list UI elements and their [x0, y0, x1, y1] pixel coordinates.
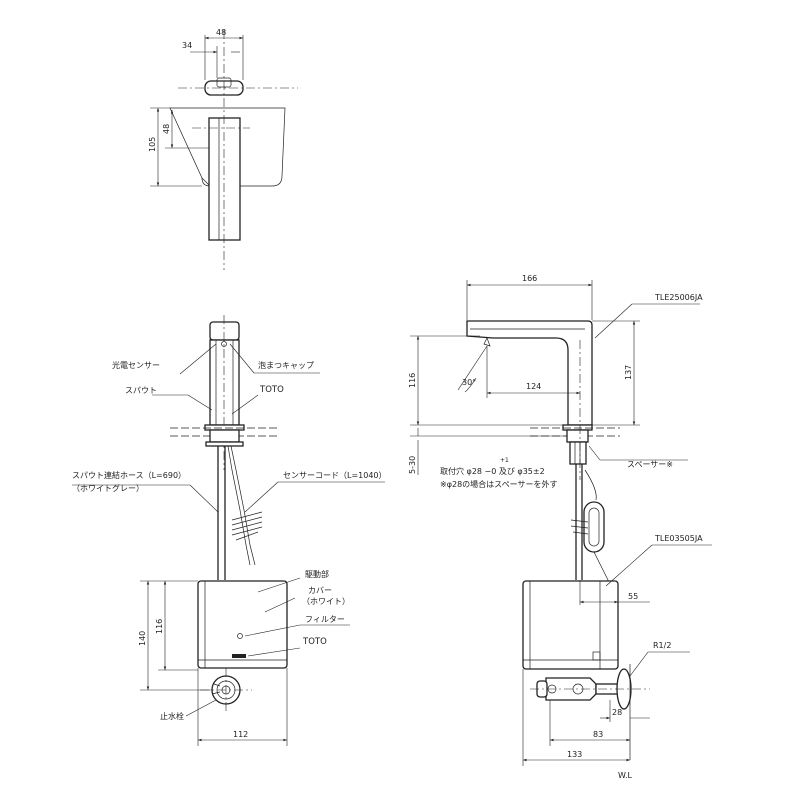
angle-30: 30° — [462, 378, 476, 387]
spacer-note: ※φ28の場合はスペーサーを外す — [440, 479, 557, 489]
hole-note: 取付穴 φ28 −0 及び φ35±2 — [440, 466, 545, 476]
side-control-box — [522, 580, 619, 670]
basin-outline — [169, 107, 286, 187]
label-model-faucet: TLE25006JA — [654, 293, 703, 302]
cord-loop — [583, 501, 605, 553]
label-brand2: TOTO — [302, 637, 327, 647]
dim-133: 133 — [567, 750, 582, 759]
dim-166: 166 — [522, 274, 537, 283]
dim-48-side: 48 — [162, 124, 171, 134]
dim-48-top: 48 — [216, 28, 226, 37]
dim-55: 55 — [628, 592, 638, 601]
dim-5-30: 5-30 — [408, 456, 417, 474]
dim-83: 83 — [593, 730, 603, 739]
label-brand: TOTO — [259, 385, 284, 395]
dim-34: 34 — [182, 41, 192, 50]
label-hose: スパウト連結ホース（L=690） — [72, 470, 186, 480]
label-cord: センサーコード（L=1040） — [283, 471, 387, 480]
label-model-unit: TLE03505JA — [654, 534, 703, 543]
faucet-top — [209, 321, 240, 341]
dim-140: 140 — [138, 631, 147, 646]
dim-105: 105 — [148, 137, 157, 152]
label-sensor: 光電センサー — [112, 360, 160, 370]
label-hose-color: （ホワイトグレー） — [72, 483, 144, 493]
top-view: 48 34 105 48 — [148, 28, 298, 270]
side-view: 166 TLE25006JA 137 116 30° 124 5-30 +1 取… — [408, 274, 712, 780]
label-cover-color: （ホワイト） — [302, 597, 350, 606]
spout-body — [208, 117, 241, 241]
dim-112: 112 — [233, 730, 248, 739]
front-view: 光電センサー 泡まつキャップ スパウト TOTO スパウト連結ホース（L=690… — [72, 315, 387, 746]
label-cap: 泡まつキャップ — [258, 360, 314, 370]
dim-116-front: 116 — [155, 619, 164, 634]
label-spout: スパウト — [125, 386, 157, 395]
label-filter: フィルター — [305, 615, 345, 624]
label-thread: R1/2 — [653, 641, 671, 650]
label-wall-line: W.L — [618, 771, 633, 780]
control-box — [197, 580, 288, 669]
hole-tolerance: +1 — [500, 457, 509, 464]
dim-124: 124 — [526, 382, 541, 391]
label-valve: 止水栓 — [160, 711, 184, 721]
dim-28: 28 — [612, 708, 622, 717]
dim-137: 137 — [624, 365, 633, 380]
side-spout — [466, 320, 593, 426]
dim-116-side: 116 — [408, 373, 417, 388]
label-drive: 駆動部 — [305, 569, 329, 579]
label-spacer: スペーサー※ — [627, 460, 673, 469]
label-cover: カバー — [308, 586, 332, 595]
